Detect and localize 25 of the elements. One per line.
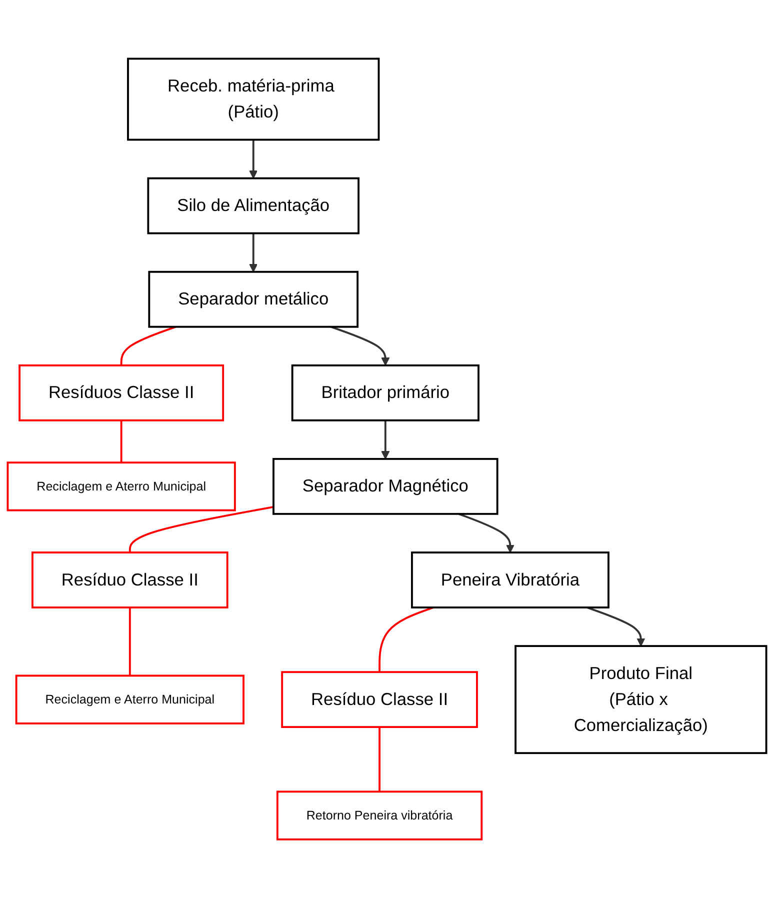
arrow <box>458 513 514 554</box>
node-box: Resíduos Classe II <box>18 364 224 422</box>
node-box: Produto Final (Pátio x Comercialização) <box>514 646 768 754</box>
connector <box>120 326 176 366</box>
arrow <box>249 140 258 180</box>
node-box: Separador Magnético <box>272 458 498 516</box>
node-box: Separador metálico <box>148 271 359 328</box>
arrow <box>330 326 390 366</box>
node-box: Reciclagem e Aterro Municipal <box>6 462 236 512</box>
connector <box>128 608 131 676</box>
node-box: Retorno Peneira vibratória <box>276 791 483 841</box>
node-box: Peneira Vibratória <box>411 552 610 609</box>
node-box: Resíduo Classe II <box>32 552 228 609</box>
node-box: Resíduo Classe II <box>281 672 478 728</box>
arrow <box>249 234 258 273</box>
node-box: Silo de Alimentação <box>147 178 360 235</box>
node-box: Receb. matéria-prima (Pátio) <box>127 58 380 142</box>
arrow <box>586 606 646 647</box>
connector <box>120 420 122 463</box>
connector <box>378 606 434 672</box>
node-box: Britador primário <box>291 364 480 422</box>
connector <box>378 727 380 792</box>
connector <box>128 506 274 553</box>
arrow <box>381 420 390 460</box>
node-box: Reciclagem e Aterro Municipal <box>15 675 244 725</box>
